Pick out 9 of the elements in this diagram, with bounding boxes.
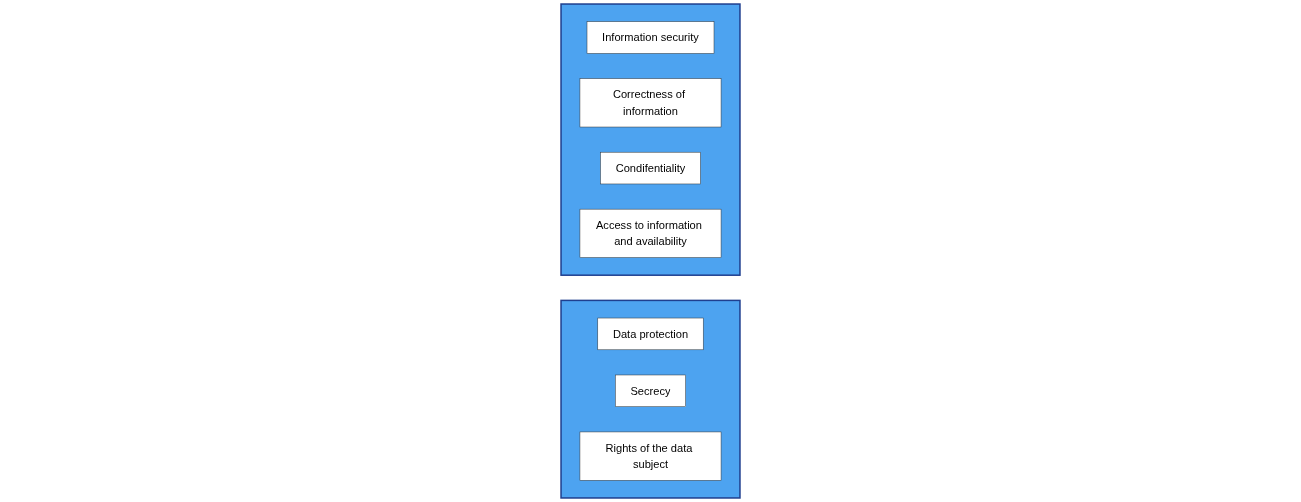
node-box: Condifentiality <box>600 151 701 185</box>
node-box: Access to information and availability <box>579 208 722 258</box>
node-box: Information security <box>586 21 715 54</box>
node-box: Secrecy <box>615 374 686 407</box>
cluster <box>560 299 741 499</box>
node-box: Data protection <box>597 317 704 351</box>
cluster <box>560 3 741 276</box>
node-box: Correctness of information <box>579 78 722 128</box>
node-box: Rights of the data subject <box>579 431 722 481</box>
